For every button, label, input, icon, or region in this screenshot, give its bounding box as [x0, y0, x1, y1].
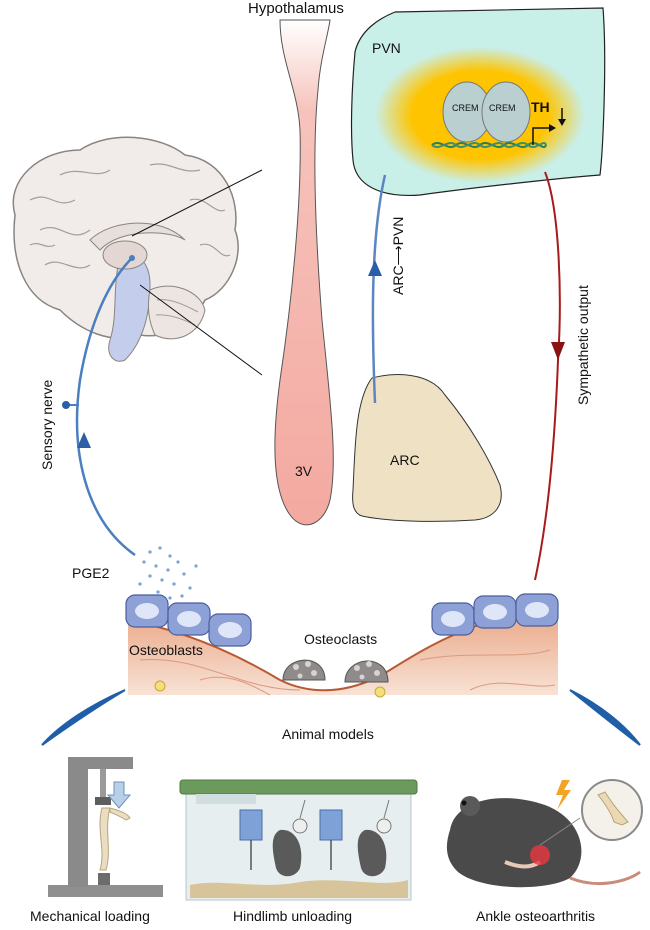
- mechanical-loading-label: Mechanical loading: [30, 908, 150, 924]
- osteoblasts-label: Osteoblasts: [129, 642, 203, 658]
- osteoarthritis-mouse: [446, 779, 643, 888]
- osteocyte-icon: [154, 680, 166, 692]
- arc-region: [352, 374, 502, 522]
- pge2-particles: [138, 546, 198, 600]
- crem-protein-right: [481, 81, 531, 143]
- ankle-osteoarthritis-label: Ankle osteoarthritis: [476, 908, 596, 924]
- nerve-terminal-icon: [62, 401, 70, 409]
- hypothalamus-label: Hypothalamus: [248, 0, 344, 17]
- third-ventricle-label: 3V: [295, 463, 313, 479]
- sympathetic-arrow-icon: [551, 342, 565, 360]
- sensory-nerve-line: [75, 257, 136, 557]
- th-label: TH: [531, 99, 550, 115]
- pvn-label: PVN: [372, 40, 401, 56]
- connector-line-bottom: [139, 284, 263, 376]
- animal-models-label: Animal models: [282, 726, 374, 742]
- osteoclasts-label: Osteoclasts: [304, 631, 378, 647]
- sensory-arrow-icon: [77, 432, 91, 448]
- osteoblast-cells-left: [125, 594, 252, 647]
- down-arrow-icon: [106, 781, 132, 809]
- dna-helix-icon: [431, 142, 547, 148]
- third-ventricle-shape: [274, 19, 334, 526]
- pge2-label: PGE2: [72, 565, 110, 581]
- arc-pvn-arrow-icon: [368, 260, 382, 276]
- arc-pvn-projection-line: [371, 174, 387, 404]
- crem-label-left: CREM: [452, 103, 479, 113]
- sympathetic-output-label: Sympathetic output: [575, 285, 591, 405]
- sympathetic-output-line: [534, 171, 561, 581]
- promoter-arrow-icon: [532, 127, 552, 145]
- swoosh-left: [41, 689, 126, 746]
- swoosh-right: [569, 689, 641, 746]
- connector-line-top: [131, 169, 263, 237]
- hindlimb-unloading-cage: [179, 779, 418, 901]
- crem-label-right: CREM: [489, 103, 516, 113]
- lightning-icon: [556, 780, 571, 810]
- hindlimb-unloading-label: Hindlimb unloading: [233, 908, 353, 924]
- arc-pvn-label: ARC⟶PVN: [390, 216, 406, 295]
- mechanical-loading-apparatus: [48, 757, 163, 897]
- osteocyte-icon: [374, 686, 386, 698]
- inflammation-icon: [530, 845, 550, 865]
- arc-label: ARC: [390, 452, 420, 468]
- brain-illustration: [12, 136, 239, 362]
- osteoblast-cells-right: [431, 593, 559, 636]
- osteoclast-cells: [282, 659, 389, 683]
- sensory-nerve-label: Sensory nerve: [39, 379, 55, 470]
